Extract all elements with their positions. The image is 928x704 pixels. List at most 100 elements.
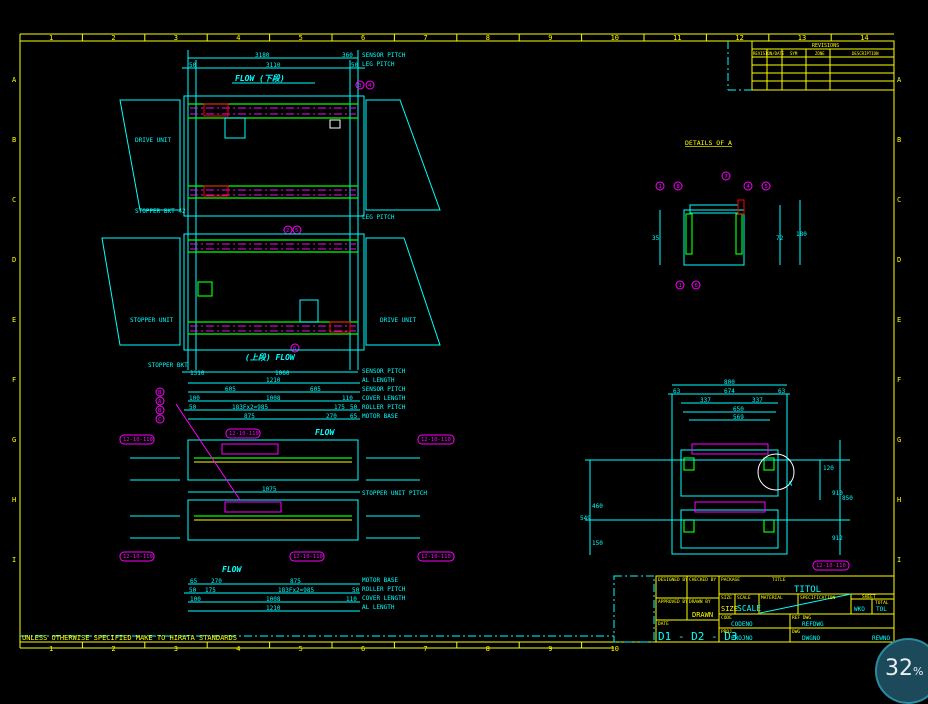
detail-marker: A [788, 480, 793, 488]
row-letter: I [12, 556, 16, 564]
balloon: 4 [368, 83, 372, 89]
dim-text: 549 [580, 515, 591, 522]
dim-text: 270 [211, 578, 222, 585]
dim-text: 674 [724, 388, 735, 395]
zoom-level-indicator[interactable]: 32% [875, 638, 928, 704]
dim-text: 65 [350, 413, 358, 420]
zoom-unit: % [913, 665, 924, 678]
code-label: CODE [721, 615, 732, 621]
balloon: 7 [725, 174, 728, 180]
column-number: 3 [174, 34, 178, 42]
balloon-circle [691, 280, 701, 290]
flow-label: (上段) FLOW [245, 353, 296, 362]
revision-title: REVISIONS [812, 43, 839, 49]
row-letter: G [12, 436, 16, 444]
dim-text: 1008 [266, 596, 281, 603]
column-number: 1 [49, 34, 53, 42]
title-label: TITLE [772, 577, 786, 583]
row-letter: I [897, 556, 901, 564]
dim-text: 875 [244, 413, 255, 420]
revision-header: SYM [790, 51, 798, 56]
column-number: 13 [798, 34, 806, 42]
column-number: 1 [49, 645, 53, 653]
date-label: DATE [658, 621, 669, 627]
checked-by-label: CHECKED BY [689, 577, 716, 583]
column-number: 14 [860, 34, 868, 42]
dim-text: 910 [832, 490, 843, 497]
dim-text: 912 [832, 535, 843, 542]
row-letter: A [897, 76, 902, 84]
motor-base-label: MOTOR BASE [362, 413, 399, 420]
row-letter: E [12, 316, 16, 324]
column-number: 7 [423, 34, 427, 42]
dim-text: 460 [592, 503, 603, 510]
column-number: 6 [361, 34, 365, 42]
dim-text: 337 [700, 397, 711, 404]
row-letter: F [12, 376, 16, 384]
cover-length-label: COVER LENGTH [362, 595, 406, 602]
dim-text: 65 [190, 578, 198, 585]
balloon: 4 [747, 184, 751, 190]
revision-header: REVISION/DATE [753, 51, 785, 56]
balloon-circle [721, 171, 731, 181]
cover-length-label: COVER LENGTH [362, 395, 406, 402]
column-number: 5 [299, 34, 303, 42]
dim-text: 569 [733, 414, 744, 421]
plan-view: 3180 3110 50 50 360 SENSOR PITCH LEG PIT… [101, 50, 441, 377]
stopper-unit-label: STOPPER UNIT [130, 317, 174, 324]
ref-value: REFDWG [802, 621, 824, 628]
dim-text: 183Fx2=985 [232, 404, 269, 411]
dim-text: 175 [334, 404, 345, 411]
dim-text: 100 [190, 596, 201, 603]
row-letter: G [897, 436, 901, 444]
sensor-pitch-label: SENSOR PITCH [362, 386, 406, 393]
leg-pitch-label: LEG PITCH [362, 61, 395, 68]
dim-text: 1210 [266, 377, 281, 384]
row-letter: H [12, 496, 16, 504]
dim-text: 1310 [190, 370, 205, 377]
tag-label: 12-10-110 [229, 431, 259, 437]
package-label: PACKAGE [721, 577, 740, 583]
stopper-pitch-label: STOPPER UNIT PITCH [362, 490, 427, 497]
side-view: 1210 605 605 100 1008 110 50 183Fx2=985 … [119, 377, 455, 612]
column-number: 5 [299, 645, 303, 653]
drawn-by-label: DRAWN BY [689, 599, 711, 605]
sheet-value: WKO [854, 606, 865, 613]
dim-text: 63 [673, 388, 681, 395]
zoom-value: 32 [885, 656, 913, 681]
dim-text: 3180 [255, 52, 270, 59]
column-number: 4 [236, 645, 240, 653]
dim-text: 650 [733, 406, 744, 413]
column-number: 6 [361, 645, 365, 653]
dim-text: 50 [189, 62, 197, 69]
standards-note: UNLESS OTHERWISE SPECIFIED MAKE TO HIRAT… [22, 634, 237, 642]
row-letter: H [897, 496, 901, 504]
balloon-circle [673, 181, 683, 191]
column-number: 9 [548, 645, 552, 653]
flow-label: FLOW [315, 428, 335, 437]
balloon-circle [655, 181, 665, 191]
dim-text: 1008 [266, 395, 281, 402]
al-length-label: AL LENGTH [362, 604, 395, 611]
dim-text: 50 [189, 587, 197, 594]
drawing-title: TITOL [794, 585, 821, 595]
dim-text: 120 [823, 465, 834, 472]
balloon: 5 [295, 228, 298, 234]
balloon: 5 [765, 184, 768, 190]
dim-text: 875 [290, 578, 301, 585]
dim-text: 50 [352, 587, 360, 594]
balloon: 1 [659, 184, 662, 190]
detail-a-view: DETAILS OF A 35 72 180 [652, 139, 807, 266]
revision-table: REVISIONS REVISION/DATE SYM ZONE DESCRIP… [727, 40, 895, 91]
end-view: 800 63 674 63 337 337 650 569 A 549 460 … [580, 379, 853, 571]
dim-text: 850 [842, 495, 853, 502]
proj-value: PROJNO [731, 635, 753, 642]
column-number: 8 [486, 645, 490, 653]
stopper-note: STOPPER BKT 42 [135, 208, 186, 215]
motor-base-label: MOTOR BASE [362, 577, 399, 584]
row-letter: B [12, 136, 16, 144]
